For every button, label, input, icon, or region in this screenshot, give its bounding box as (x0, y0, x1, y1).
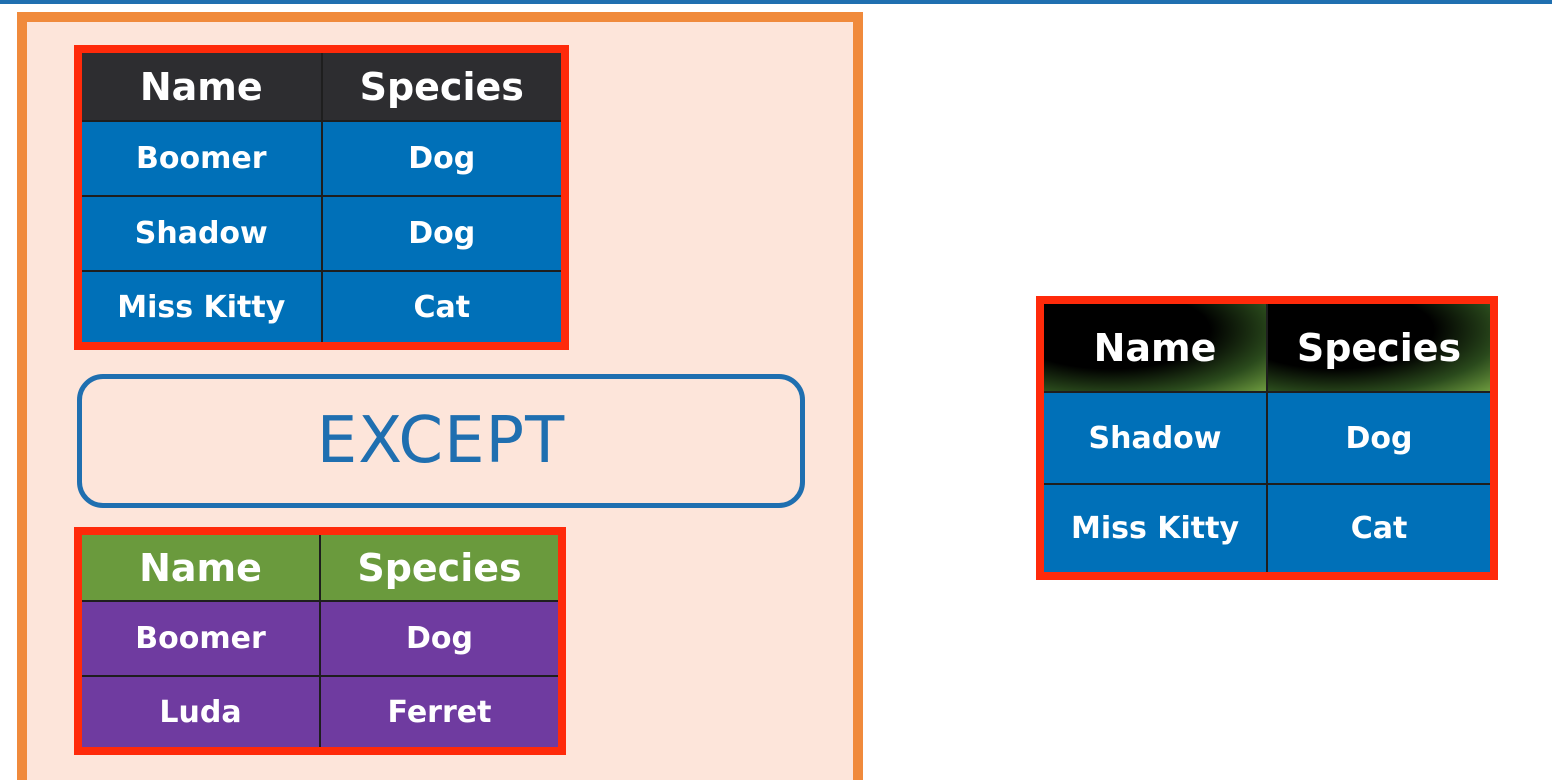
header-species: Species (320, 48, 566, 122)
cell-name: Shadow (1039, 391, 1268, 485)
cell-species: Dog (319, 600, 563, 677)
table-header-row: Name Species (1039, 299, 1495, 393)
cell-name: Boomer (77, 600, 321, 677)
result-table: Name Species Shadow Dog Miss Kitty Cat (1036, 296, 1498, 580)
table-row: Boomer Dog (77, 120, 566, 197)
cell-species: Ferret (319, 675, 563, 752)
cell-species: Cat (1266, 483, 1495, 577)
table-row: Shadow Dog (1039, 391, 1495, 485)
table-row: Boomer Dog (77, 600, 563, 677)
table-row: Miss Kitty Cat (1039, 483, 1495, 577)
header-species: Species (319, 530, 563, 602)
table-b: Name Species Boomer Dog Luda Ferret (74, 527, 566, 755)
top-accent-bar (0, 0, 1552, 4)
cell-name: Shadow (77, 195, 323, 272)
cell-species: Dog (1266, 391, 1495, 485)
cell-name: Miss Kitty (77, 270, 323, 347)
cell-name: Boomer (77, 120, 323, 197)
cell-name: Luda (77, 675, 321, 752)
header-name: Name (1039, 299, 1268, 393)
table-row: Luda Ferret (77, 675, 563, 752)
except-operator-box: EXCEPT (77, 374, 805, 508)
header-name: Name (77, 530, 321, 602)
header-species: Species (1266, 299, 1495, 393)
table-header-row: Name Species (77, 530, 563, 602)
cell-species: Cat (320, 270, 566, 347)
cell-name: Miss Kitty (1039, 483, 1268, 577)
cell-species: Dog (320, 120, 566, 197)
table-row: Shadow Dog (77, 195, 566, 272)
header-name: Name (77, 48, 323, 122)
table-header-row: Name Species (77, 48, 566, 122)
cell-species: Dog (320, 195, 566, 272)
table-row: Miss Kitty Cat (77, 270, 566, 347)
table-a: Name Species Boomer Dog Shadow Dog Miss … (74, 45, 569, 350)
